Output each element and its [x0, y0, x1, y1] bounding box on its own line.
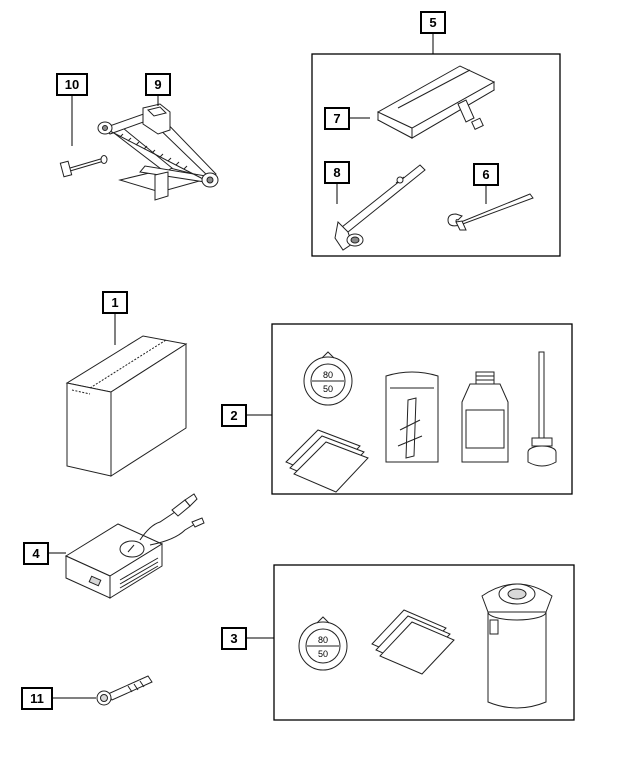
callout-3: 3 [221, 627, 274, 650]
scissor-jack [97, 103, 219, 201]
callout-9: 9 [145, 73, 171, 106]
svg-text:10: 10 [65, 77, 79, 92]
kit-3-gauge-top-text: 80 [318, 635, 328, 645]
callout-4: 4 [23, 542, 66, 565]
svg-text:3: 3 [230, 631, 237, 646]
callout-11: 11 [21, 687, 96, 710]
callout-7: 7 [324, 107, 370, 130]
kit-3-contents: 80 50 [298, 583, 553, 709]
callout-1: 1 [102, 291, 128, 345]
svg-text:11: 11 [30, 691, 44, 706]
carton-box [65, 335, 188, 477]
svg-text:4: 4 [32, 546, 40, 561]
callout-10: 10 [56, 73, 88, 146]
valve-tool [96, 675, 153, 706]
kit-3-frame [273, 564, 575, 721]
jack-handle-pin [59, 155, 108, 178]
tool-pouch [376, 65, 496, 139]
svg-text:5: 5 [429, 15, 436, 30]
kit-2-gauge-top-text: 80 [323, 370, 333, 380]
svg-text:8: 8 [333, 165, 340, 180]
svg-text:7: 7 [333, 111, 340, 126]
air-compressor [64, 493, 205, 599]
svg-text:9: 9 [154, 77, 161, 92]
callout-2: 2 [221, 404, 272, 427]
kit-2-contents: 80 50 [285, 351, 557, 493]
svg-text:6: 6 [482, 167, 489, 182]
kit-2-frame [271, 323, 573, 495]
tow-hook [447, 193, 534, 231]
callout-5: 5 [420, 11, 446, 54]
lug-wrench [334, 164, 426, 251]
callout-6: 6 [473, 163, 499, 204]
callout-8: 8 [324, 161, 350, 204]
kit-3-gauge-bottom-text: 50 [318, 649, 328, 659]
kit-5-frame [311, 53, 561, 257]
svg-text:2: 2 [230, 408, 237, 423]
kit-2-gauge-bottom-text: 50 [323, 384, 333, 394]
svg-text:1: 1 [111, 295, 118, 310]
